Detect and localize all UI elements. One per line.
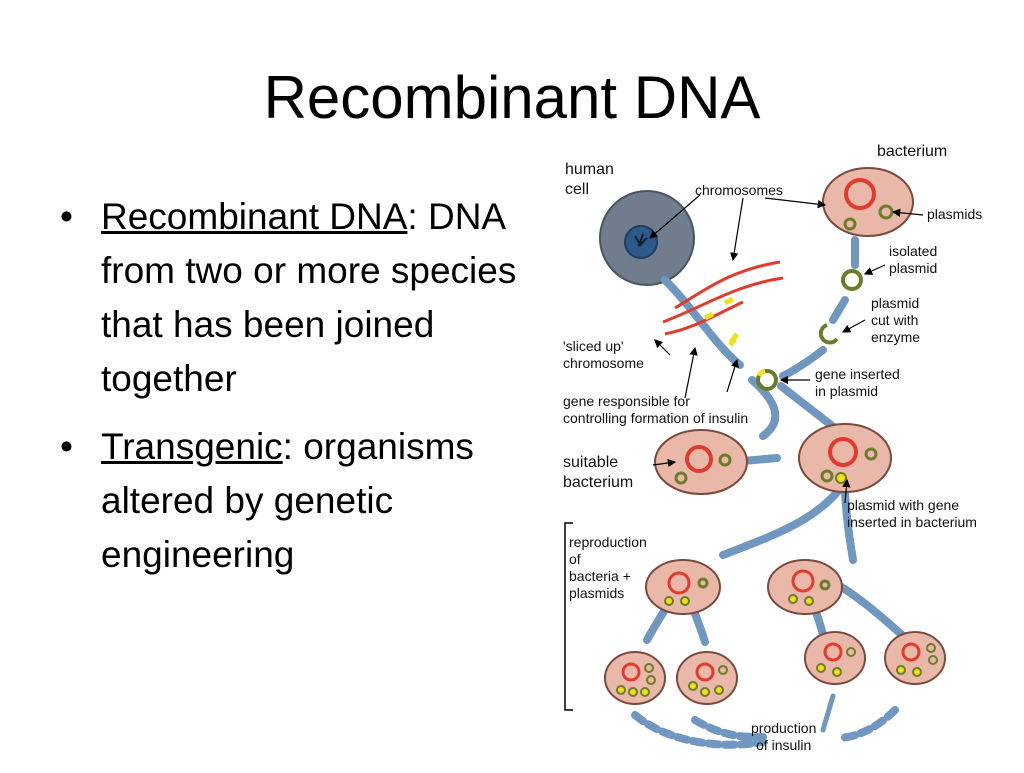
label-line: enzyme <box>871 329 921 345</box>
recombinant-bacterium <box>798 423 892 493</box>
bullet-recombinant-dna: Recombinant DNA: DNA from two or more sp… <box>60 190 540 406</box>
label-plasmid-with-gene: plasmid with gene inserted in bacterium <box>847 497 977 531</box>
human-cell <box>599 190 695 286</box>
label-suitable-bacterium: suitable bacterium <box>563 453 633 493</box>
label-line: cut with <box>871 312 919 328</box>
recombinant-dna-diagram: human cell bacterium chromosomes plasmid… <box>555 140 1024 768</box>
cut-plasmid <box>818 323 839 345</box>
bullet-transgenic: Transgenic: organisms altered by genetic… <box>60 420 540 582</box>
chromosomes <box>662 260 784 347</box>
bacterium-gen3-1 <box>604 651 666 705</box>
term-separator: : <box>407 196 418 237</box>
label-plasmids: plasmids <box>927 206 983 222</box>
bacterium-gen3-4 <box>884 631 946 685</box>
label-line: suitable <box>563 454 619 471</box>
label-line: human <box>565 161 614 178</box>
label-isolated-plasmid: isolated plasmid <box>889 243 937 277</box>
label-line: plasmid <box>871 295 920 311</box>
definition-transgenic: organisms altered by genetic engineering <box>101 426 474 575</box>
pointer-lines <box>649 194 924 504</box>
label-reproduction: reproduction of bacteria + plasmids <box>569 534 647 602</box>
label-line: reproduction <box>569 534 647 550</box>
bacterium-gen3-3 <box>804 631 866 685</box>
label-gene-inserted: gene inserted in plasmid <box>815 366 900 400</box>
label-line: plasmid with gene <box>847 497 960 513</box>
label-chromosomes: chromosomes <box>695 182 783 198</box>
label-line: production <box>751 720 817 736</box>
flow-arrows <box>631 236 914 749</box>
label-line: controlling formation of insulin <box>563 410 749 426</box>
label-line: gene inserted <box>815 366 900 382</box>
label-line: bacterium <box>563 474 634 491</box>
daughter-bacterium-right <box>767 559 843 615</box>
isolated-plasmid <box>841 269 863 291</box>
bacterium-top <box>822 167 914 237</box>
label-line: gene responsible for <box>563 393 690 409</box>
slide-title: Recombinant DNA <box>263 64 761 131</box>
label-line: inserted in bacterium <box>847 514 977 530</box>
term-recombinant-dna: Recombinant DNA <box>101 196 408 237</box>
term-separator: : <box>282 426 293 467</box>
label-human-cell: human cell <box>565 160 614 200</box>
label-line: chromosome <box>563 355 644 371</box>
daughter-bacterium-left <box>645 559 721 615</box>
label-line: plasmids <box>569 585 625 601</box>
label-line: of <box>569 551 581 567</box>
suitable-bacterium <box>654 429 748 495</box>
recombinant-plasmid <box>756 368 778 391</box>
label-line: plasmid <box>889 260 938 276</box>
label-sliced-chromosome: 'sliced up' chromosome <box>563 338 644 372</box>
label-bacterium: bacterium <box>877 143 948 160</box>
term-transgenic: Transgenic <box>101 426 283 467</box>
bullet-list: Recombinant DNA: DNA from two or more sp… <box>60 190 540 596</box>
label-line: in plasmid <box>815 383 879 399</box>
label-plasmid-cut: plasmid cut with enzyme <box>871 295 920 346</box>
reproduction-bracket <box>564 522 573 711</box>
insulin-gene-fragment <box>729 332 739 344</box>
label-gene-responsible: gene responsible for controlling formati… <box>563 393 748 427</box>
definition-recombinant-dna: DNA from two or more species that has be… <box>101 196 517 399</box>
bacterium-gen3-2 <box>676 651 738 705</box>
label-line: of insulin <box>756 737 812 753</box>
label-line: cell <box>565 181 590 198</box>
diagram-graphic <box>564 167 946 749</box>
label-production: production of insulin <box>751 720 816 754</box>
label-line: isolated <box>889 243 938 259</box>
label-line: bacteria + <box>569 568 631 584</box>
label-line: 'sliced up' <box>563 338 624 354</box>
